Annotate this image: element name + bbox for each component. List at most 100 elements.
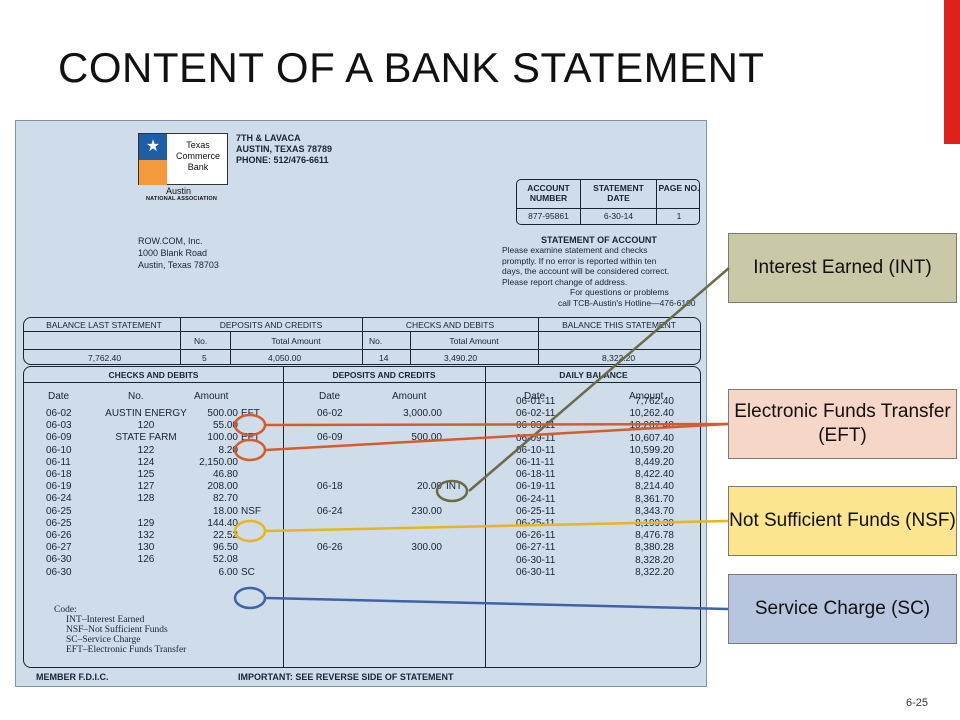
daily-section-header: DAILY BALANCE (559, 370, 628, 380)
divider (24, 382, 700, 383)
instruction-line: Please report change of address. (502, 276, 628, 287)
daily-date: 06-01-11 (516, 396, 556, 407)
accent-bar (944, 0, 960, 144)
balance-last-value: 7,762.40 (88, 353, 122, 363)
check-code: SC (241, 566, 255, 578)
divider (283, 367, 284, 667)
deposit-date: 06-09 (317, 432, 343, 444)
instruction-line: promptly. If no error is reported within… (502, 255, 657, 266)
deposit-amount: 230.00 (411, 505, 442, 517)
check-date: 06-26 (46, 530, 72, 541)
check-date: 06-25 (46, 505, 72, 517)
daily-date: 06-19-11 (516, 481, 556, 493)
check-date: 06-10 (46, 444, 72, 456)
check-code: EFT (241, 408, 260, 419)
check-date: 06-09 (46, 432, 72, 444)
check-number: 126 (137, 554, 155, 566)
daily-amount: 8,476.78 (635, 530, 674, 542)
deposit-date: 06-26 (317, 542, 343, 554)
check-amount: 144.40 (207, 517, 238, 529)
daily-amount: 8,449.20 (635, 457, 674, 468)
daily-amount: 8,328.20 (635, 554, 674, 566)
daily-date: 06-30-11 (516, 566, 556, 578)
account-number-col: ACCOUNT NUMBER 877-95861 (517, 180, 581, 224)
summary-box: BALANCE LAST STATEMENT DEPOSITS AND CRED… (23, 317, 701, 365)
checks-no-header: No. (128, 391, 144, 402)
daily-date: 06-11-11 (516, 457, 555, 468)
divider (180, 318, 181, 364)
check-code: NSF (241, 505, 261, 517)
daily-date: 06-09-11 (516, 432, 556, 444)
divider (538, 318, 539, 364)
check-amount: 2,150.00 (199, 456, 238, 468)
checks-header: CHECKS AND DEBITS (405, 320, 495, 330)
checks-date-header: Date (48, 391, 70, 402)
code-legend-title: Code: (54, 605, 77, 615)
logo-association: NATIONAL ASSOCIATION (146, 196, 218, 202)
callout-interest-earned: Interest Earned (INT) (728, 233, 957, 303)
check-amount: 52.08 (212, 554, 238, 566)
check-date: 06-24 (46, 493, 72, 505)
check-date: 06-02 (46, 408, 72, 419)
slide-title: CONTENT OF A BANK STATEMENT (58, 44, 765, 91)
account-number-header: ACCOUNT NUMBER (517, 180, 580, 209)
statement-instructions: Please examine statement and checks prom… (502, 245, 712, 287)
checks-no-value: 14 (379, 353, 389, 363)
check-amount: 46.80 (212, 469, 238, 480)
balance-this-header: BALANCE THIS STATEMENT (562, 320, 676, 330)
footer-important: IMPORTANT: SEE REVERSE SIDE OF STATEMENT (238, 672, 454, 682)
daily-amount: 8,380.28 (635, 542, 674, 554)
check-number: 129 (137, 517, 155, 529)
address-line: 1000 Blank Road (138, 248, 208, 258)
check-number: 120 (137, 420, 155, 432)
daily-amount: 7,762.40 (635, 396, 674, 407)
daily-amount: 10,599.20 (629, 444, 675, 456)
check-date: 06-19 (46, 481, 72, 493)
logo-text: Texas Commerce Bank (169, 140, 227, 173)
check-number: 125 (137, 469, 155, 480)
checks-amount-header: Amount (194, 391, 229, 402)
deposit-amount: 500.00 (411, 432, 442, 444)
check-date: 06-30 (46, 566, 72, 578)
daily-amount: 8,214.40 (635, 481, 674, 493)
deposit-amount: 3,000.00 (403, 408, 442, 419)
instruction-line: Please examine statement and checks (502, 245, 648, 255)
statement-date-header: STATEMENT DATE (581, 180, 656, 209)
callout-not-sufficient-funds: Not Sufficient Funds (NSF) (728, 486, 957, 556)
address-line: PHONE: 512/476-6611 (236, 155, 329, 165)
check-number: AUSTIN ENERGY (105, 408, 187, 419)
statement-date-col: STATEMENT DATE 6-30-14 (581, 180, 657, 224)
page-no-value: 1 (676, 211, 682, 221)
logo-orange-block (139, 160, 167, 185)
deposit-code: INT (446, 481, 463, 493)
hotline-text: For questions or problems call TCB-Austi… (558, 287, 708, 308)
deposit-date: 06-02 (317, 408, 343, 419)
daily-amount: 10,207.40 (629, 420, 675, 432)
code-legend-line: EFT–Electronic Funds Transfer (66, 645, 187, 655)
divider (485, 367, 486, 667)
daily-date: 06-02-11 (516, 408, 556, 420)
check-date: 06-25 (46, 517, 72, 529)
check-amount: 96.50 (212, 542, 238, 554)
logo-line: Commerce (175, 151, 220, 161)
daily-date: 06-26-11 (516, 530, 556, 542)
address-line: AUSTIN, TEXAS 78789 (236, 144, 333, 154)
divider (362, 318, 363, 364)
logo-line: Texas (186, 140, 210, 150)
page-no-col: PAGE NO. 1 (657, 180, 699, 224)
customer-address: ROW.COM, Inc. 1000 Blank Road Austin, Te… (138, 235, 219, 271)
deposit-date: 06-18 (317, 481, 343, 493)
address-line: 7TH & LAVACA (236, 133, 301, 143)
check-date: 06-11 (46, 456, 71, 468)
divider (230, 331, 231, 364)
daily-amount: 8,322.20 (635, 566, 674, 578)
daily-amount: 8,422.40 (635, 469, 674, 481)
daily-amount: 8,343.70 (635, 505, 674, 517)
account-number-value: 877-95861 (528, 211, 569, 221)
check-code: EFT (241, 432, 260, 444)
bank-statement: ★ Texas Commerce Bank Austin NATIONAL AS… (15, 120, 707, 687)
daily-date: 06-24-11 (516, 493, 556, 505)
check-amount: 100.00 (207, 432, 238, 444)
deposits-header: DEPOSITS AND CREDITS (219, 320, 323, 330)
daily-date: 06-27-11 (516, 542, 556, 554)
